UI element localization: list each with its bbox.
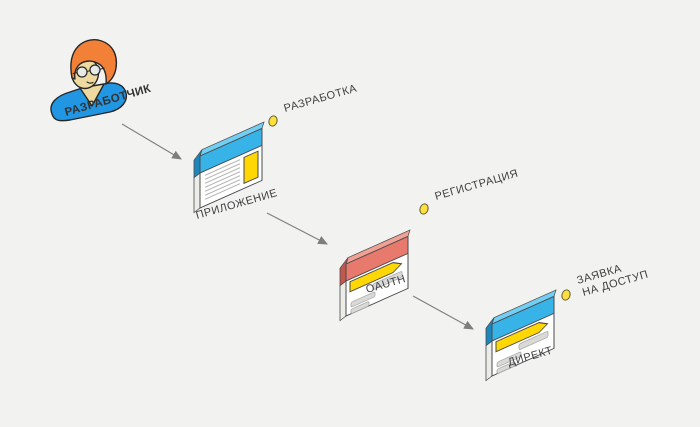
- window-side: [339, 280, 347, 322]
- arrow-app-to-oauth: [266, 212, 328, 245]
- browser-window-app: [193, 121, 265, 214]
- placeholder-block: [496, 351, 522, 368]
- window-ad-block: [243, 150, 259, 185]
- glasses-icon: [76, 66, 88, 78]
- glasses-bridge: [86, 70, 91, 73]
- window-side: [193, 172, 201, 214]
- window-header-bar: [199, 127, 263, 174]
- milestone-dot-registration: [419, 203, 429, 215]
- placeholder-block: [496, 361, 516, 374]
- placeholder-block: [518, 331, 549, 350]
- banner-arrow-icon: [495, 322, 549, 353]
- browser-window-oauth: [339, 229, 411, 322]
- browser-window-direct: [485, 289, 557, 382]
- glasses-temple: [72, 67, 105, 75]
- placeholder-block: [350, 301, 370, 314]
- window-text-lines: [205, 159, 240, 200]
- placeholder-block: [350, 291, 376, 308]
- placeholder-block: [372, 271, 403, 290]
- glasses-icon: [89, 64, 101, 76]
- banner-arrow-icon: [349, 262, 403, 293]
- avatar-hair: [70, 39, 118, 85]
- developer-avatar: [50, 39, 128, 122]
- milestone-dot-access-request: [561, 289, 571, 301]
- avatar-mouth: [86, 81, 94, 84]
- window-header-bar: [345, 235, 409, 282]
- arrow-developer-to-app: [121, 123, 182, 160]
- arrow-oauth-to-direct: [412, 295, 474, 330]
- window-header-bar: [491, 295, 555, 342]
- milestone-dot-development: [268, 115, 278, 127]
- window-side: [485, 340, 493, 382]
